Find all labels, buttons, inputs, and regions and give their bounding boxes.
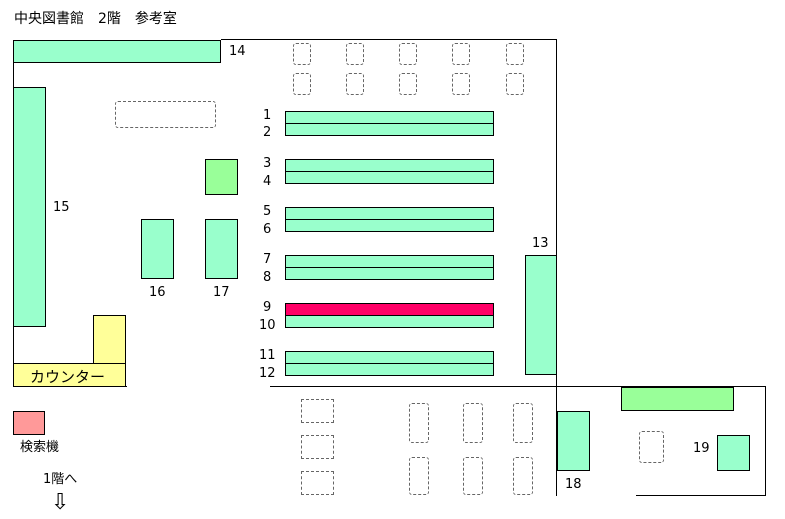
shelf-13[interactable] <box>525 255 557 375</box>
seat <box>346 43 364 65</box>
seat <box>463 457 483 495</box>
shelf-16[interactable] <box>141 219 174 279</box>
shelf-15[interactable] <box>13 87 46 327</box>
shelf-label-4: 4 <box>263 174 272 189</box>
map-title: 中央図書館 2階 参考室 <box>14 11 177 27</box>
shelf-label-2: 2 <box>263 125 272 140</box>
reading-table <box>115 101 216 128</box>
shelf-19[interactable] <box>717 435 750 471</box>
search-terminal[interactable] <box>13 411 45 435</box>
shelf-8[interactable] <box>285 267 494 280</box>
seat <box>409 457 429 495</box>
shelf-label-19: 19 <box>693 441 710 456</box>
down-arrow-icon[interactable]: ⇩ <box>51 490 70 515</box>
shelf-label-15: 15 <box>53 200 70 215</box>
shelf-label-14: 14 <box>229 44 246 59</box>
seat <box>301 399 334 423</box>
seat <box>399 73 417 95</box>
seat <box>301 435 334 459</box>
stairs-label: 1階へ <box>43 472 78 487</box>
counter-upper <box>93 315 126 364</box>
shelf-4[interactable] <box>285 171 494 184</box>
shelf-label-1: 1 <box>263 108 272 123</box>
shelf-label-16: 16 <box>149 285 166 300</box>
seat <box>452 73 470 95</box>
wall-bottom <box>126 386 127 387</box>
annex-bottom <box>636 495 766 496</box>
shelf-label-11: 11 <box>259 348 276 363</box>
shelf-17[interactable] <box>205 219 238 279</box>
shelf-label-12: 12 <box>259 366 276 381</box>
green-block <box>205 159 238 195</box>
seat <box>463 403 483 443</box>
shelf-label-10: 10 <box>259 318 276 333</box>
green-bar <box>621 387 734 411</box>
seat <box>301 471 334 495</box>
seat <box>513 403 533 443</box>
shelf-label-5: 5 <box>263 204 272 219</box>
shelf-10[interactable] <box>285 315 494 328</box>
shelf-2[interactable] <box>285 123 494 136</box>
seat <box>399 43 417 65</box>
wall-lower-left <box>270 386 556 387</box>
seat <box>346 73 364 95</box>
shelf-6[interactable] <box>285 219 494 232</box>
seat <box>513 457 533 495</box>
shelf-18[interactable] <box>557 411 590 471</box>
seat <box>293 73 311 95</box>
annex-top <box>556 386 766 387</box>
annex-right <box>765 386 766 496</box>
seat <box>452 43 470 65</box>
shelf-label-8: 8 <box>263 270 272 285</box>
seat <box>506 43 524 65</box>
shelf-label-6: 6 <box>263 222 272 237</box>
shelf-label-13: 13 <box>532 236 549 251</box>
counter[interactable] <box>13 363 126 387</box>
shelf-12[interactable] <box>285 363 494 376</box>
counter-label: カウンター <box>30 368 106 386</box>
search-terminal-label: 検索機 <box>20 440 60 455</box>
shelf-label-17: 17 <box>213 285 230 300</box>
seat <box>409 403 429 443</box>
wall-top <box>221 39 557 40</box>
shelf-label-3: 3 <box>263 156 272 171</box>
seat <box>639 431 664 463</box>
seat <box>293 43 311 65</box>
shelf-label-18: 18 <box>565 477 582 492</box>
seat <box>506 73 524 95</box>
shelf-label-9: 9 <box>263 300 272 315</box>
shelf-label-7: 7 <box>263 252 272 267</box>
shelf-14[interactable] <box>13 40 221 63</box>
